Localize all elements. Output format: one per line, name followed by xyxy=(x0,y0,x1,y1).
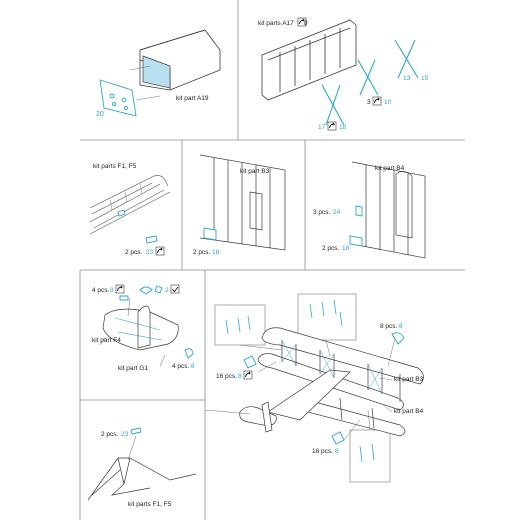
f1-f5-strip-drawing xyxy=(117,209,126,217)
a17-part-17-bend-icon xyxy=(327,121,337,131)
b4-wing-drawing xyxy=(351,161,426,259)
f1-f5-fuselage-drawing xyxy=(89,175,171,235)
tail-etch-part-4-drawing xyxy=(184,348,194,359)
tail-quantity-3: 4 pcs. xyxy=(172,363,190,370)
tail-part-number-1: 8 xyxy=(110,287,114,294)
f1-f5-quantity: 2 pcs. xyxy=(125,249,143,256)
panel-a17-parts: kit parts A17 8 13 15 3 10 17 18 xyxy=(258,17,429,131)
a17-part-3-bend-icon xyxy=(372,96,382,106)
biplane-etch-part-3-drawing xyxy=(331,431,345,445)
tail-part-number-3: 8 xyxy=(191,363,195,370)
panel-windscreen: 20 kit part A19 xyxy=(96,29,221,118)
a17-part-15: 15 xyxy=(421,75,429,82)
b3-kit-part-label: kit part B3 xyxy=(240,168,270,175)
b4-part-number-1: 24 xyxy=(333,209,341,216)
tail-f4-kit-part-label: kit part F4 xyxy=(92,337,121,344)
a17-label-number: 8 xyxy=(304,20,308,27)
a17-frame-drawing xyxy=(261,19,357,101)
nose-part-number: 23 xyxy=(121,431,129,438)
biplane-etch-part-1-drawing xyxy=(391,332,405,345)
panel-f1-f5-edge: kit parts F1, F5 2 pcs. 23 xyxy=(89,163,171,256)
windscreen-frame-part-drawing xyxy=(99,79,137,117)
biplane-part-number-3: 8 xyxy=(335,448,339,455)
biplane-part-number-1: 8 xyxy=(399,323,403,330)
interplane-struts-drawing xyxy=(281,340,401,429)
b4-part-number-2: 18 xyxy=(342,245,350,252)
b3-etch-part-drawing xyxy=(203,227,217,241)
nose-etch-part-drawing xyxy=(130,427,142,435)
b4-kit-part-label: kit part B4 xyxy=(375,165,405,172)
rigging-wires-drawing xyxy=(281,339,383,395)
tail-etch-part-3-drawing xyxy=(154,285,163,294)
b4-etch-part-2-drawing xyxy=(349,235,363,247)
tail-etch-part-2-drawing xyxy=(119,295,129,301)
biplane-b3-kit-part-label: kit part B3 xyxy=(394,376,424,383)
a17-part-3: 3 xyxy=(367,99,371,106)
windscreen-etch-drawing xyxy=(142,55,171,89)
biplane-etch-part-2-drawing xyxy=(243,355,257,369)
a17-part-10: 10 xyxy=(384,99,392,106)
tail-part-number-2: 2 xyxy=(165,287,169,294)
nose-fuselage-drawing xyxy=(87,457,197,501)
b4-quantity-1: 3 pcs. xyxy=(313,209,331,216)
panel-b4: kit part B4 3 pcs. 24 2 pcs. 18 xyxy=(313,161,426,259)
windscreen-part-number: 20 xyxy=(96,111,104,118)
a17-part-13: 13 xyxy=(403,75,411,82)
panel-f1-f5-nose: 2 pcs. 23 kit parts F1, F5 xyxy=(87,427,197,508)
b4-quantity-2: 2 pcs. xyxy=(322,245,340,252)
biplane-quantity-2: 16 pcs. xyxy=(216,373,237,380)
f1-f5-kit-parts-label: kit parts F1, F5 xyxy=(93,163,137,170)
b3-part-number: 18 xyxy=(212,249,220,256)
a17-part-17: 17 xyxy=(318,124,326,131)
f1-f5-bend-icon xyxy=(155,246,165,256)
biplane-bend-icon xyxy=(243,370,253,380)
nose-kit-parts-label: kit parts F1, F5 xyxy=(128,501,172,508)
biplane-b4-kit-part-label: kit part B4 xyxy=(394,408,424,415)
biplane-quantity-3: 16 pcs. xyxy=(312,448,333,455)
b4-etch-part-1-drawing xyxy=(355,205,363,217)
panel-borders xyxy=(79,0,465,520)
tail-etch-part-1-drawing xyxy=(139,286,153,295)
callout-lines-drawing xyxy=(204,337,396,441)
f1-f5-part-number: 23 xyxy=(146,249,154,256)
panel-biplane: 8 pcs. 8 16 pcs. 8 kit part B3 kit part … xyxy=(204,293,424,483)
b3-wing-drawing xyxy=(199,154,286,251)
windscreen-kit-part-label: kit part A19 xyxy=(176,95,209,102)
biplane-drawing xyxy=(239,327,424,437)
tail-quantity-1: 4 pcs. xyxy=(92,287,110,294)
a17-part-18: 18 xyxy=(339,124,347,131)
detail-inset-boxes xyxy=(214,293,391,483)
a17-kit-part-label: kit parts A17 xyxy=(258,20,294,27)
panel-tail-f4-g1: 4 pcs. 8 2 kit part F4 kit part G1 4 pcs… xyxy=(92,284,195,372)
a17-x-braces-drawing xyxy=(321,39,419,126)
tail-bend-icon-1 xyxy=(115,284,125,294)
f1-f5-detail-part-drawing xyxy=(145,235,158,244)
biplane-part-number-2: 8 xyxy=(238,373,242,380)
tail-g1-kit-part-label: kit part G1 xyxy=(118,365,148,372)
b3-quantity: 2 pcs. xyxy=(193,249,211,256)
nose-quantity: 2 pcs. xyxy=(101,431,119,438)
check-icon xyxy=(170,284,180,294)
panel-b3: kit part B3 2 pcs. 18 xyxy=(193,154,286,256)
biplane-quantity-1: 8 pcs. xyxy=(380,323,398,330)
